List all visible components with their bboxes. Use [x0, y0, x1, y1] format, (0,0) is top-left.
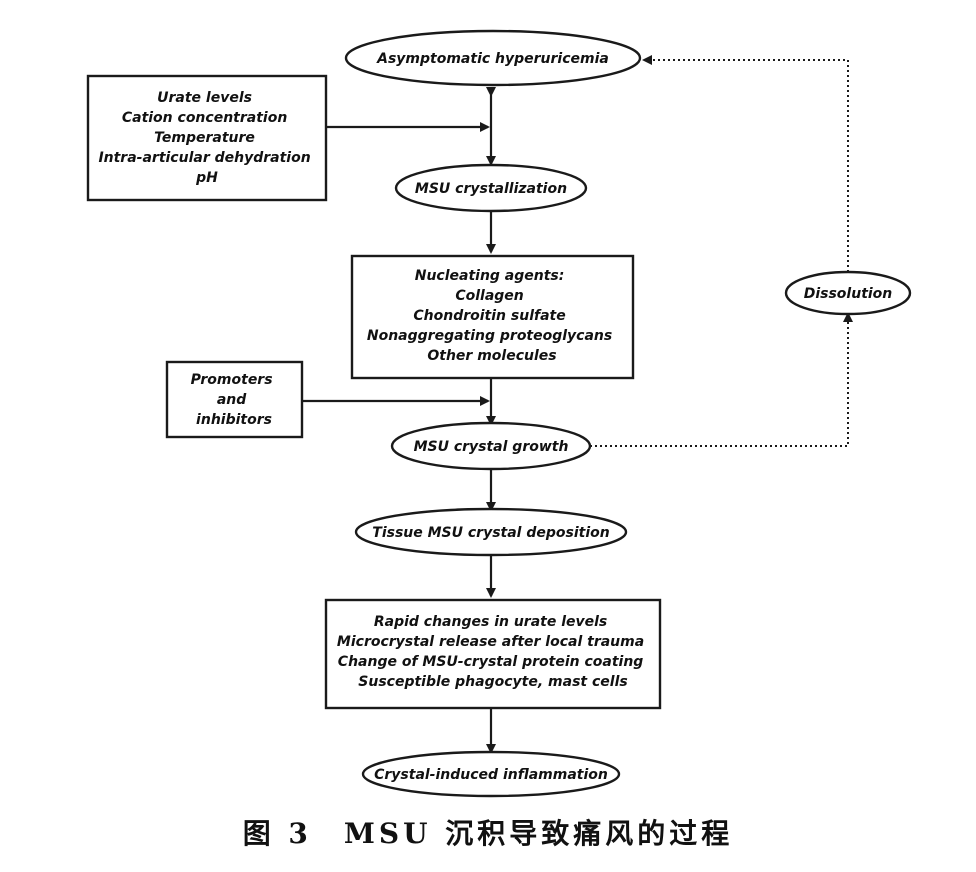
node-crystal-inflammation: Crystal-induced inflammation	[361, 750, 621, 798]
svg-text:Promoters and inhi: Promoters and inhibitors	[191, 372, 278, 428]
node-asymptomatic-hyperuricemia: Asymptomatic hyperuricemia	[344, 29, 642, 87]
svg-text:Rapid changes in urate levels: Rapid changes in urate levels Microcryst…	[337, 614, 649, 690]
svg-text:MSU crystal growth: MSU crystal growth	[414, 439, 569, 455]
node-dissolution: Dissolution	[784, 270, 912, 316]
factor-cation-concentration: Cation concentration	[122, 110, 287, 126]
svg-text:Tissue MSU crystal deposition: Tissue MSU crystal deposition	[372, 525, 609, 541]
inflammation-label: Crystal-induced inflammation	[374, 767, 608, 783]
nucleating-chondroitin: Chondroitin sulfate	[413, 308, 565, 324]
deposition-label: Tissue MSU crystal deposition	[372, 525, 609, 541]
node-nucleating-agents: Nucleating agents: Collagen Chondroitin …	[350, 254, 635, 380]
trigger-phagocyte: Susceptible phagocyte, mast cells	[358, 674, 627, 690]
nucleating-collagen: Collagen	[455, 288, 523, 304]
svg-text:Nucleating agents: Colla: Nucleating agents: Collagen Chondroitin …	[367, 268, 617, 364]
node-msu-crystallization: MSU crystallization	[394, 163, 588, 213]
factor-ph: pH	[195, 170, 218, 186]
svg-text:MSU crystallization: MSU crystallization	[415, 181, 567, 197]
gout-process-diagram: Asymptomatic hyperuricemia Urate levels …	[86, 29, 912, 798]
asymptomatic-label: Asymptomatic hyperuricemia	[376, 51, 609, 67]
node-promoters-inhibitors: Promoters and inhibitors	[165, 360, 304, 439]
node-msu-crystal-growth: MSU crystal growth	[390, 421, 592, 471]
svg-text:Dissolution: Dissolution	[804, 286, 893, 302]
nucleating-heading: Nucleating agents:	[415, 268, 565, 284]
nucleating-other: Other molecules	[427, 348, 556, 364]
factor-dehydration: Intra-articular dehydration	[98, 150, 310, 166]
node-inflammation-triggers: Rapid changes in urate levels Microcryst…	[324, 598, 662, 710]
node-crystallization-factors: Urate levels Cation concentration Temper…	[86, 74, 328, 202]
node-tissue-deposition: Tissue MSU crystal deposition	[354, 507, 628, 557]
trigger-microcrystal-release: Microcrystal release after local trauma	[337, 634, 644, 650]
svg-text:Crystal-induced inflammation: Crystal-induced inflammation	[374, 767, 608, 783]
crystallization-label: MSU crystallization	[415, 181, 567, 197]
promoters-line-2: and	[217, 392, 247, 408]
connectors	[302, 55, 853, 754]
trigger-protein-coating: Change of MSU-crystal protein coating	[338, 654, 644, 670]
dotted-growth-to-dissolution	[590, 312, 853, 447]
promoters-line-1: Promoters	[191, 372, 273, 388]
dissolution-label: Dissolution	[804, 286, 893, 302]
svg-text:Asymptomatic hyperuricemia: Asymptomatic hyperuricemia	[376, 51, 609, 67]
factor-urate-levels: Urate levels	[157, 90, 252, 106]
factor-temperature: Temperature	[154, 130, 255, 146]
dotted-dissolution-to-hyperuricemia	[642, 55, 849, 272]
trigger-urate-changes: Rapid changes in urate levels	[374, 614, 607, 630]
nucleating-proteoglycans: Nonaggregating proteoglycans	[367, 328, 612, 344]
svg-text:Urate levels Cation conc: Urate levels Cation concentration Temper…	[98, 90, 315, 186]
promoters-line-3: inhibitors	[196, 412, 272, 428]
growth-label: MSU crystal growth	[414, 439, 569, 455]
figure-caption: 图 3 MSU 沉积导致痛风的过程	[242, 817, 734, 850]
